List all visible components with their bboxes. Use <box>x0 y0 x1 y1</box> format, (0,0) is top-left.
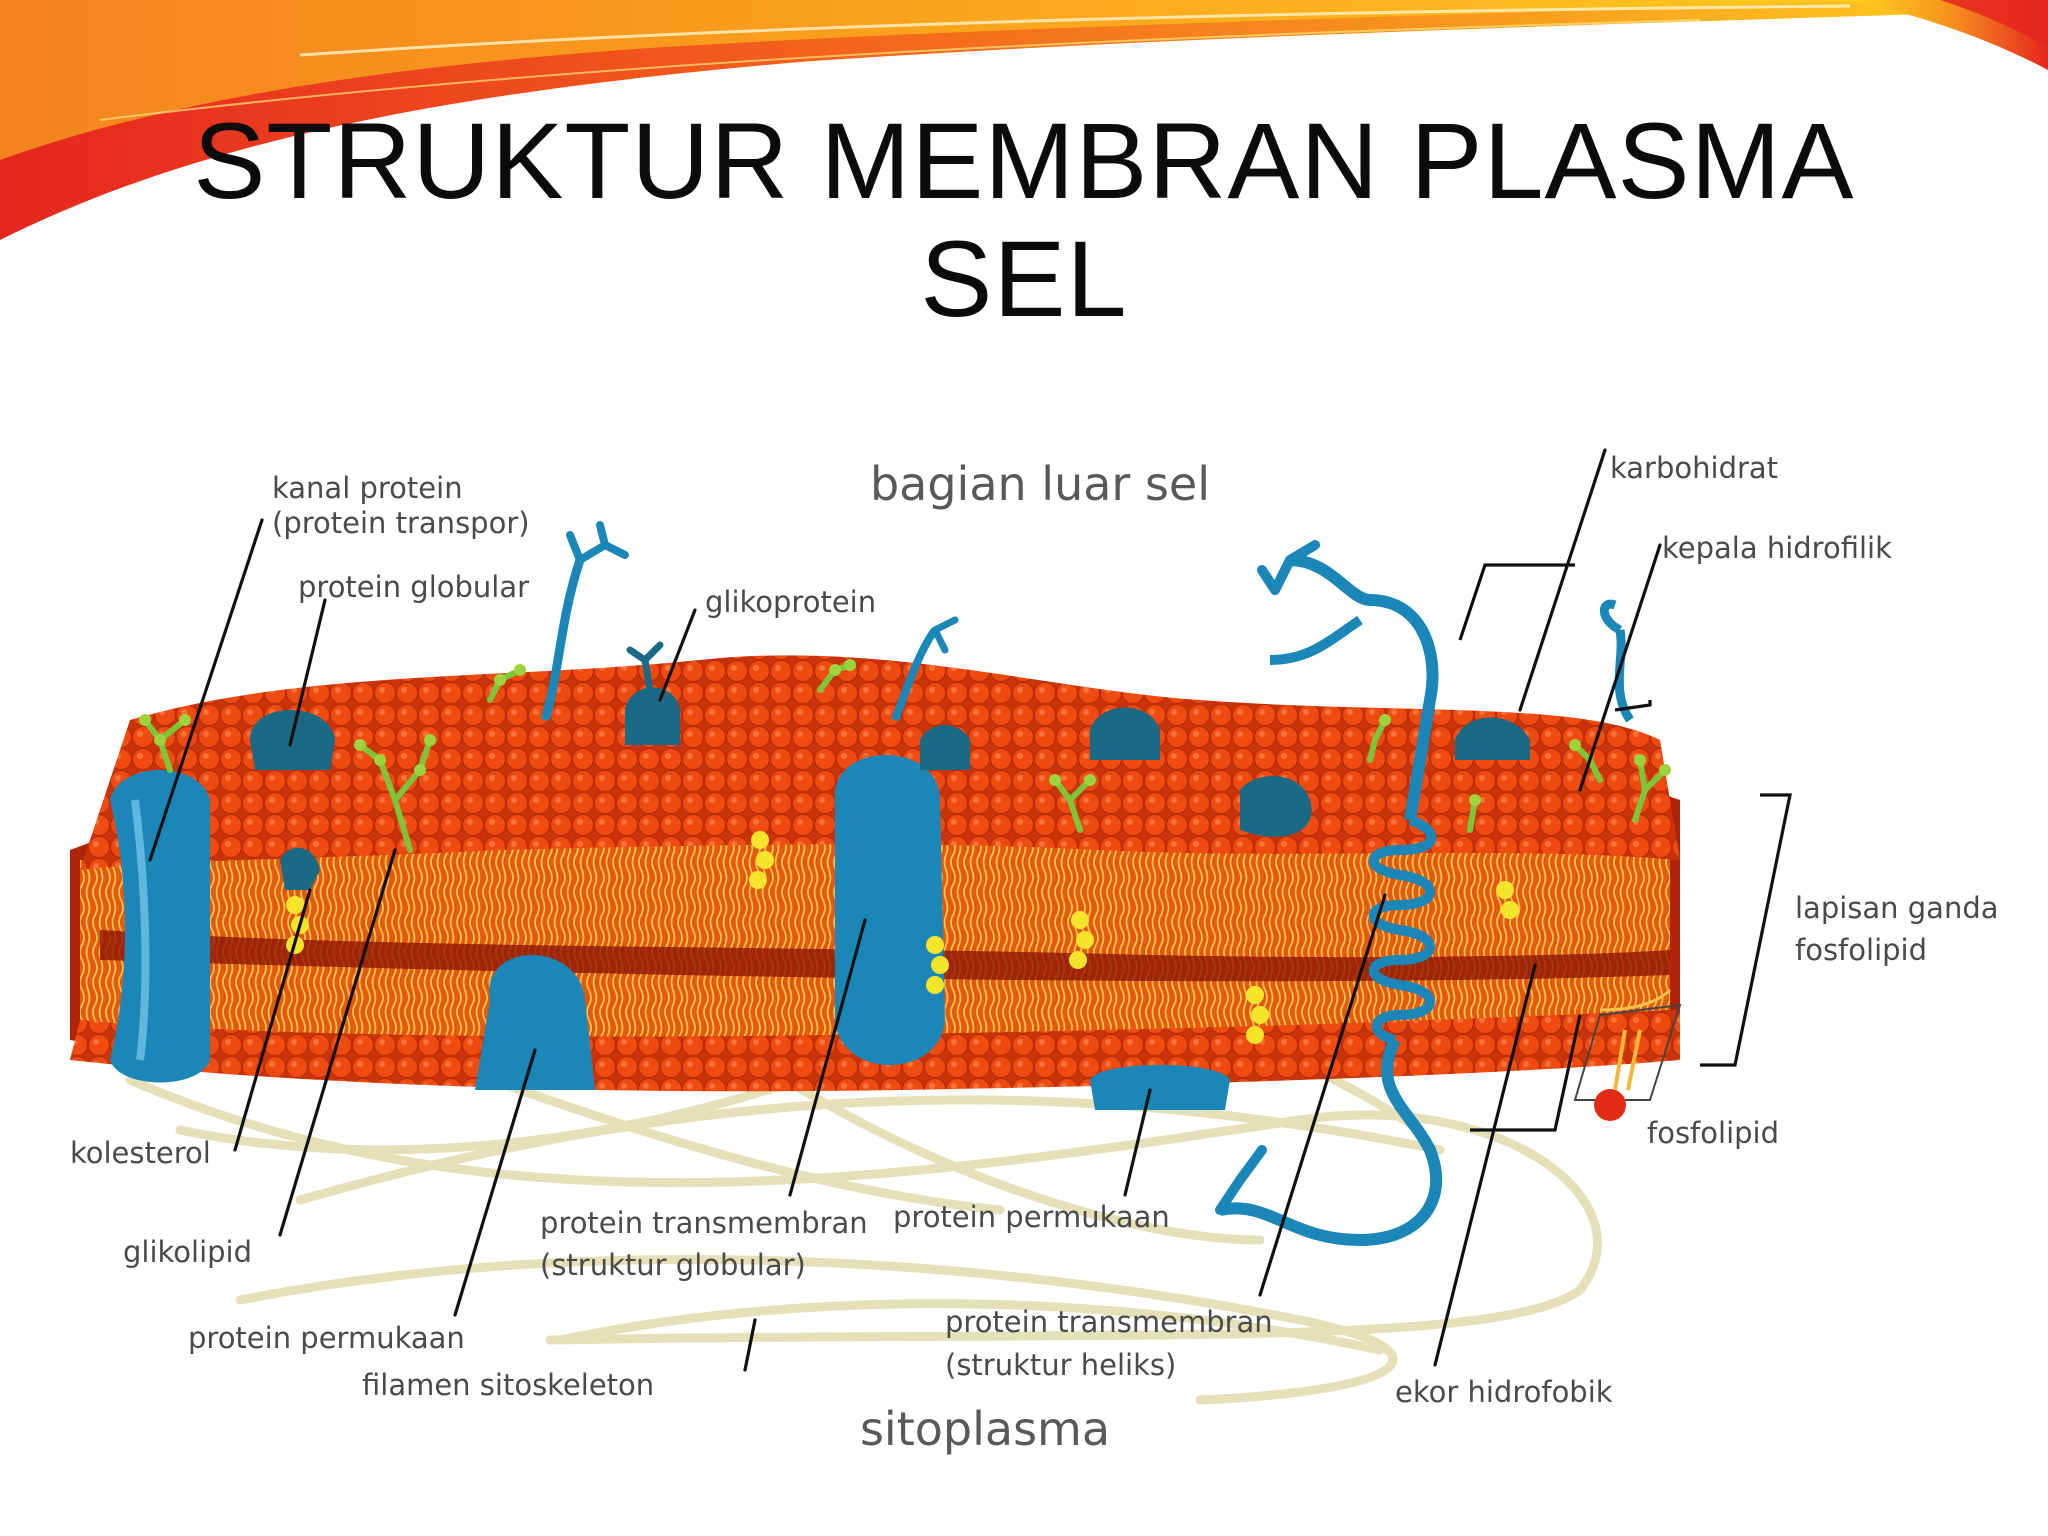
hydrophobic-tail-label: ekor hidrofobik <box>1395 1375 1613 1409</box>
globular-protein-label: protein globular <box>298 570 529 604</box>
channel-protein-sublabel: (protein transpor) <box>272 506 530 540</box>
transmembrane-globular-sublabel: (struktur globular) <box>540 1248 806 1282</box>
hydrophilic-head-label: kepala hidrofilik <box>1662 531 1892 565</box>
carbohydrate-label: karbohidrat <box>1610 451 1778 485</box>
bracket-markers <box>1458 563 1792 1132</box>
slide-title-line-1: STRUKTUR MEMBRAN PLASMA <box>193 100 1855 221</box>
cytoskeleton-filament-label: filamen sitoskeleton <box>362 1368 654 1402</box>
leader-lines <box>148 448 1662 1372</box>
channel-protein-label: kanal protein <box>272 471 463 505</box>
title-swoosh-decoration <box>0 0 2048 240</box>
outside-cell-label: bagian luar sel <box>870 457 1210 511</box>
carbohydrate-beads <box>139 659 1671 806</box>
transmembrane-helix-label: protein transmembran <box>945 1305 1273 1339</box>
transmembrane-helix-sublabel: (struktur heliks) <box>945 1348 1176 1382</box>
transmembrane-globular-label: protein transmembran <box>540 1206 868 1240</box>
glycolipid-label: glikolipid <box>123 1235 252 1269</box>
surface-protein-left-label: protein permukaan <box>188 1321 465 1355</box>
slide-title: STRUKTUR MEMBRAN PLASMA SEL <box>0 102 2048 338</box>
glycoprotein-label: glikoprotein <box>705 585 876 619</box>
phospholipid-label: fosfolipid <box>1647 1116 1779 1150</box>
surface-protein-mid-label: protein permukaan <box>893 1200 1170 1234</box>
membrane-proteins <box>110 521 1634 1247</box>
phospholipid-bilayer-label: lapisan ganda <box>1795 891 1999 925</box>
slide-title-line-2: SEL <box>920 218 1128 339</box>
phospholipid-bilayer-sublabel: fosfolipid <box>1795 933 1927 967</box>
cytoplasm-label: sitoplasma <box>860 1402 1110 1456</box>
cholesterol-label: kolesterol <box>70 1136 211 1170</box>
phospholipid-highlight <box>1573 1003 1682 1121</box>
